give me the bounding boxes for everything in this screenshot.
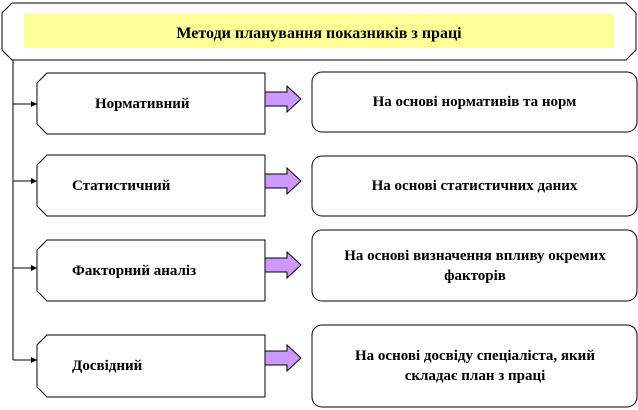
description-box-1: [311, 71, 638, 133]
connector-arrowhead-2: [31, 178, 37, 184]
arrow-3: [264, 250, 302, 280]
method-label-2: Статистичний: [72, 177, 171, 194]
description-box-2: [311, 155, 638, 217]
description-box-3: [311, 229, 638, 302]
row-2: [13, 154, 638, 217]
row-4: [13, 324, 638, 408]
arrow-2: [264, 166, 302, 196]
arrow-4: [264, 343, 302, 373]
description-box-4: [311, 324, 638, 408]
description-label-1: На основі нормативів та норм: [372, 94, 577, 110]
connector-arrowhead-3: [31, 265, 37, 271]
method-box-4: [36, 334, 266, 398]
description-label-2: На основі статистичних даних: [371, 178, 578, 194]
arrow-1: [264, 84, 302, 114]
method-box-1: [36, 72, 266, 135]
method-label-1: Нормативний: [95, 95, 190, 112]
connector-arrowhead-4: [31, 357, 37, 363]
description-label-3: На основі визначення впливу окремих факт…: [344, 247, 606, 284]
method-label-4: Досвідний: [72, 358, 143, 374]
method-label-3: Факторний аналіз: [72, 262, 197, 279]
title-highlight: [24, 14, 614, 48]
connector-arrowhead-1: [31, 101, 37, 107]
method-box-2: [36, 154, 266, 217]
description-label-4: На основі досвіду спеціаліста, який скла…: [355, 348, 595, 384]
method-box-3: [36, 239, 266, 302]
diagram-title: Методи планування показників з праці: [176, 25, 462, 42]
row-3: [13, 229, 638, 302]
row-1: [13, 71, 638, 135]
